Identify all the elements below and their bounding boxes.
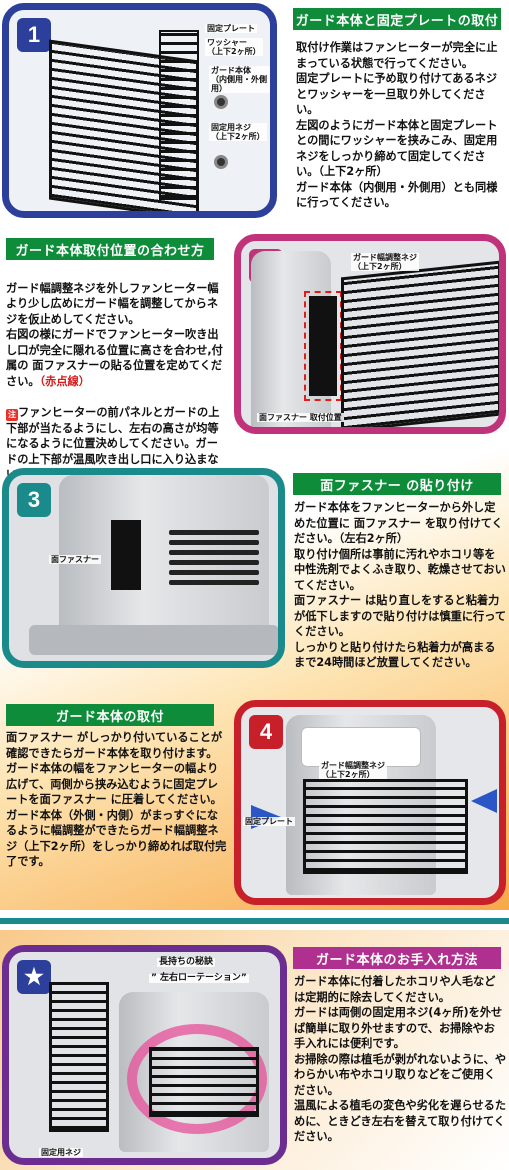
heater-base bbox=[29, 625, 278, 655]
step2-text-a: ガード幅調整ネジを外しファンヒーター幅より少し広めにガード幅を調整してからネジを… bbox=[6, 281, 223, 388]
step3-title: 面ファスナー の貼り付け bbox=[293, 473, 501, 495]
step1-number: 1 bbox=[17, 18, 51, 52]
rotation-label: ” 左右ローテーション” bbox=[149, 973, 249, 983]
arrow-right-icon bbox=[471, 789, 497, 813]
guard-drawing bbox=[149, 1047, 259, 1117]
screw-label: 固定用ネジ （上下2ヶ所） bbox=[209, 123, 267, 141]
step1-title: ガード本体と固定プレートの取付 bbox=[293, 8, 501, 30]
step3-text: ガード本体をファンヒーターから外し定めた位置に 面ファスナー を取り付けてくださ… bbox=[294, 501, 507, 669]
plate-label: 固定プレート bbox=[205, 24, 257, 33]
step4-title: ガード本体の取付 bbox=[6, 704, 214, 726]
step3-image: 3 面ファスナー bbox=[2, 468, 285, 668]
screw-label: 固定用ネジ bbox=[39, 1148, 83, 1157]
washer-label: ワッシャー （上下2ヶ所） bbox=[205, 38, 263, 56]
care-text: ガード本体に付着したホコリや人毛などは定期的に除去してください。 ガードは両側の… bbox=[294, 975, 507, 1143]
step2-title: ガード本体取付位置の合わせ方 bbox=[6, 238, 214, 260]
step2-image: 2 ガード幅調整ネジ （上下2ヶ所） 面ファスナー 取付位置 bbox=[234, 234, 506, 434]
fastener-position-label: 面ファスナー 取付位置 bbox=[257, 413, 344, 422]
heater-grill bbox=[169, 530, 259, 590]
guard-label: ガード本体 （内側用・外側用） bbox=[209, 66, 270, 93]
star-icon: ★ bbox=[17, 960, 51, 994]
step3-number: 3 bbox=[17, 483, 51, 517]
guard-side-drawing bbox=[159, 30, 199, 200]
step2-text: ガード幅調整ネジを外しファンヒーター幅より少し広めにガード幅を調整してからネジを… bbox=[6, 265, 228, 483]
section-separator bbox=[0, 918, 509, 924]
step1-image: 1 固定プレート ワッシャー （上下2ヶ所） ガード本体 （内側用・外側用） 固… bbox=[2, 3, 277, 218]
step4-image: 4 ガード幅調整ネジ （上下2ヶ所） 固定プレート bbox=[234, 700, 506, 905]
screw-icon bbox=[214, 95, 228, 109]
fastener-label: 面ファスナー bbox=[49, 555, 101, 564]
step4-text: 面ファスナー がしっかり付いていることが確認できたらガード本体を取り付けます。 … bbox=[6, 731, 227, 868]
care-title: ガード本体のお手入れ方法 bbox=[293, 947, 501, 969]
width-screw-label: ガード幅調整ネジ （上下2ヶ所） bbox=[319, 761, 387, 779]
warning-icon: 注 bbox=[6, 408, 18, 421]
guard-drawing bbox=[341, 260, 499, 427]
secret-label: 長持ちの秘訣 bbox=[157, 957, 216, 967]
guard-drawing bbox=[303, 779, 468, 874]
fastener-pad bbox=[111, 520, 141, 590]
step4-number: 4 bbox=[249, 715, 283, 749]
width-screw-label: ガード幅調整ネジ （上下2ヶ所） bbox=[351, 253, 419, 271]
heater-panel bbox=[301, 727, 421, 767]
fastener-position bbox=[304, 291, 342, 401]
screw-icon bbox=[214, 155, 228, 169]
guard-drawing bbox=[49, 982, 109, 1132]
step1-text: 取付け作業はファンヒーターが完全に止まっている状態で行ってください。 固定プレー… bbox=[296, 41, 498, 209]
rotation-arrow-icon bbox=[127, 1024, 267, 1134]
care-image: ★ 長持ちの秘訣 ” 左右ローテーション” 固定用ネジ bbox=[2, 945, 287, 1165]
red-dotted-note: （赤点線） bbox=[39, 374, 90, 388]
plate-label: 固定プレート bbox=[243, 817, 295, 826]
